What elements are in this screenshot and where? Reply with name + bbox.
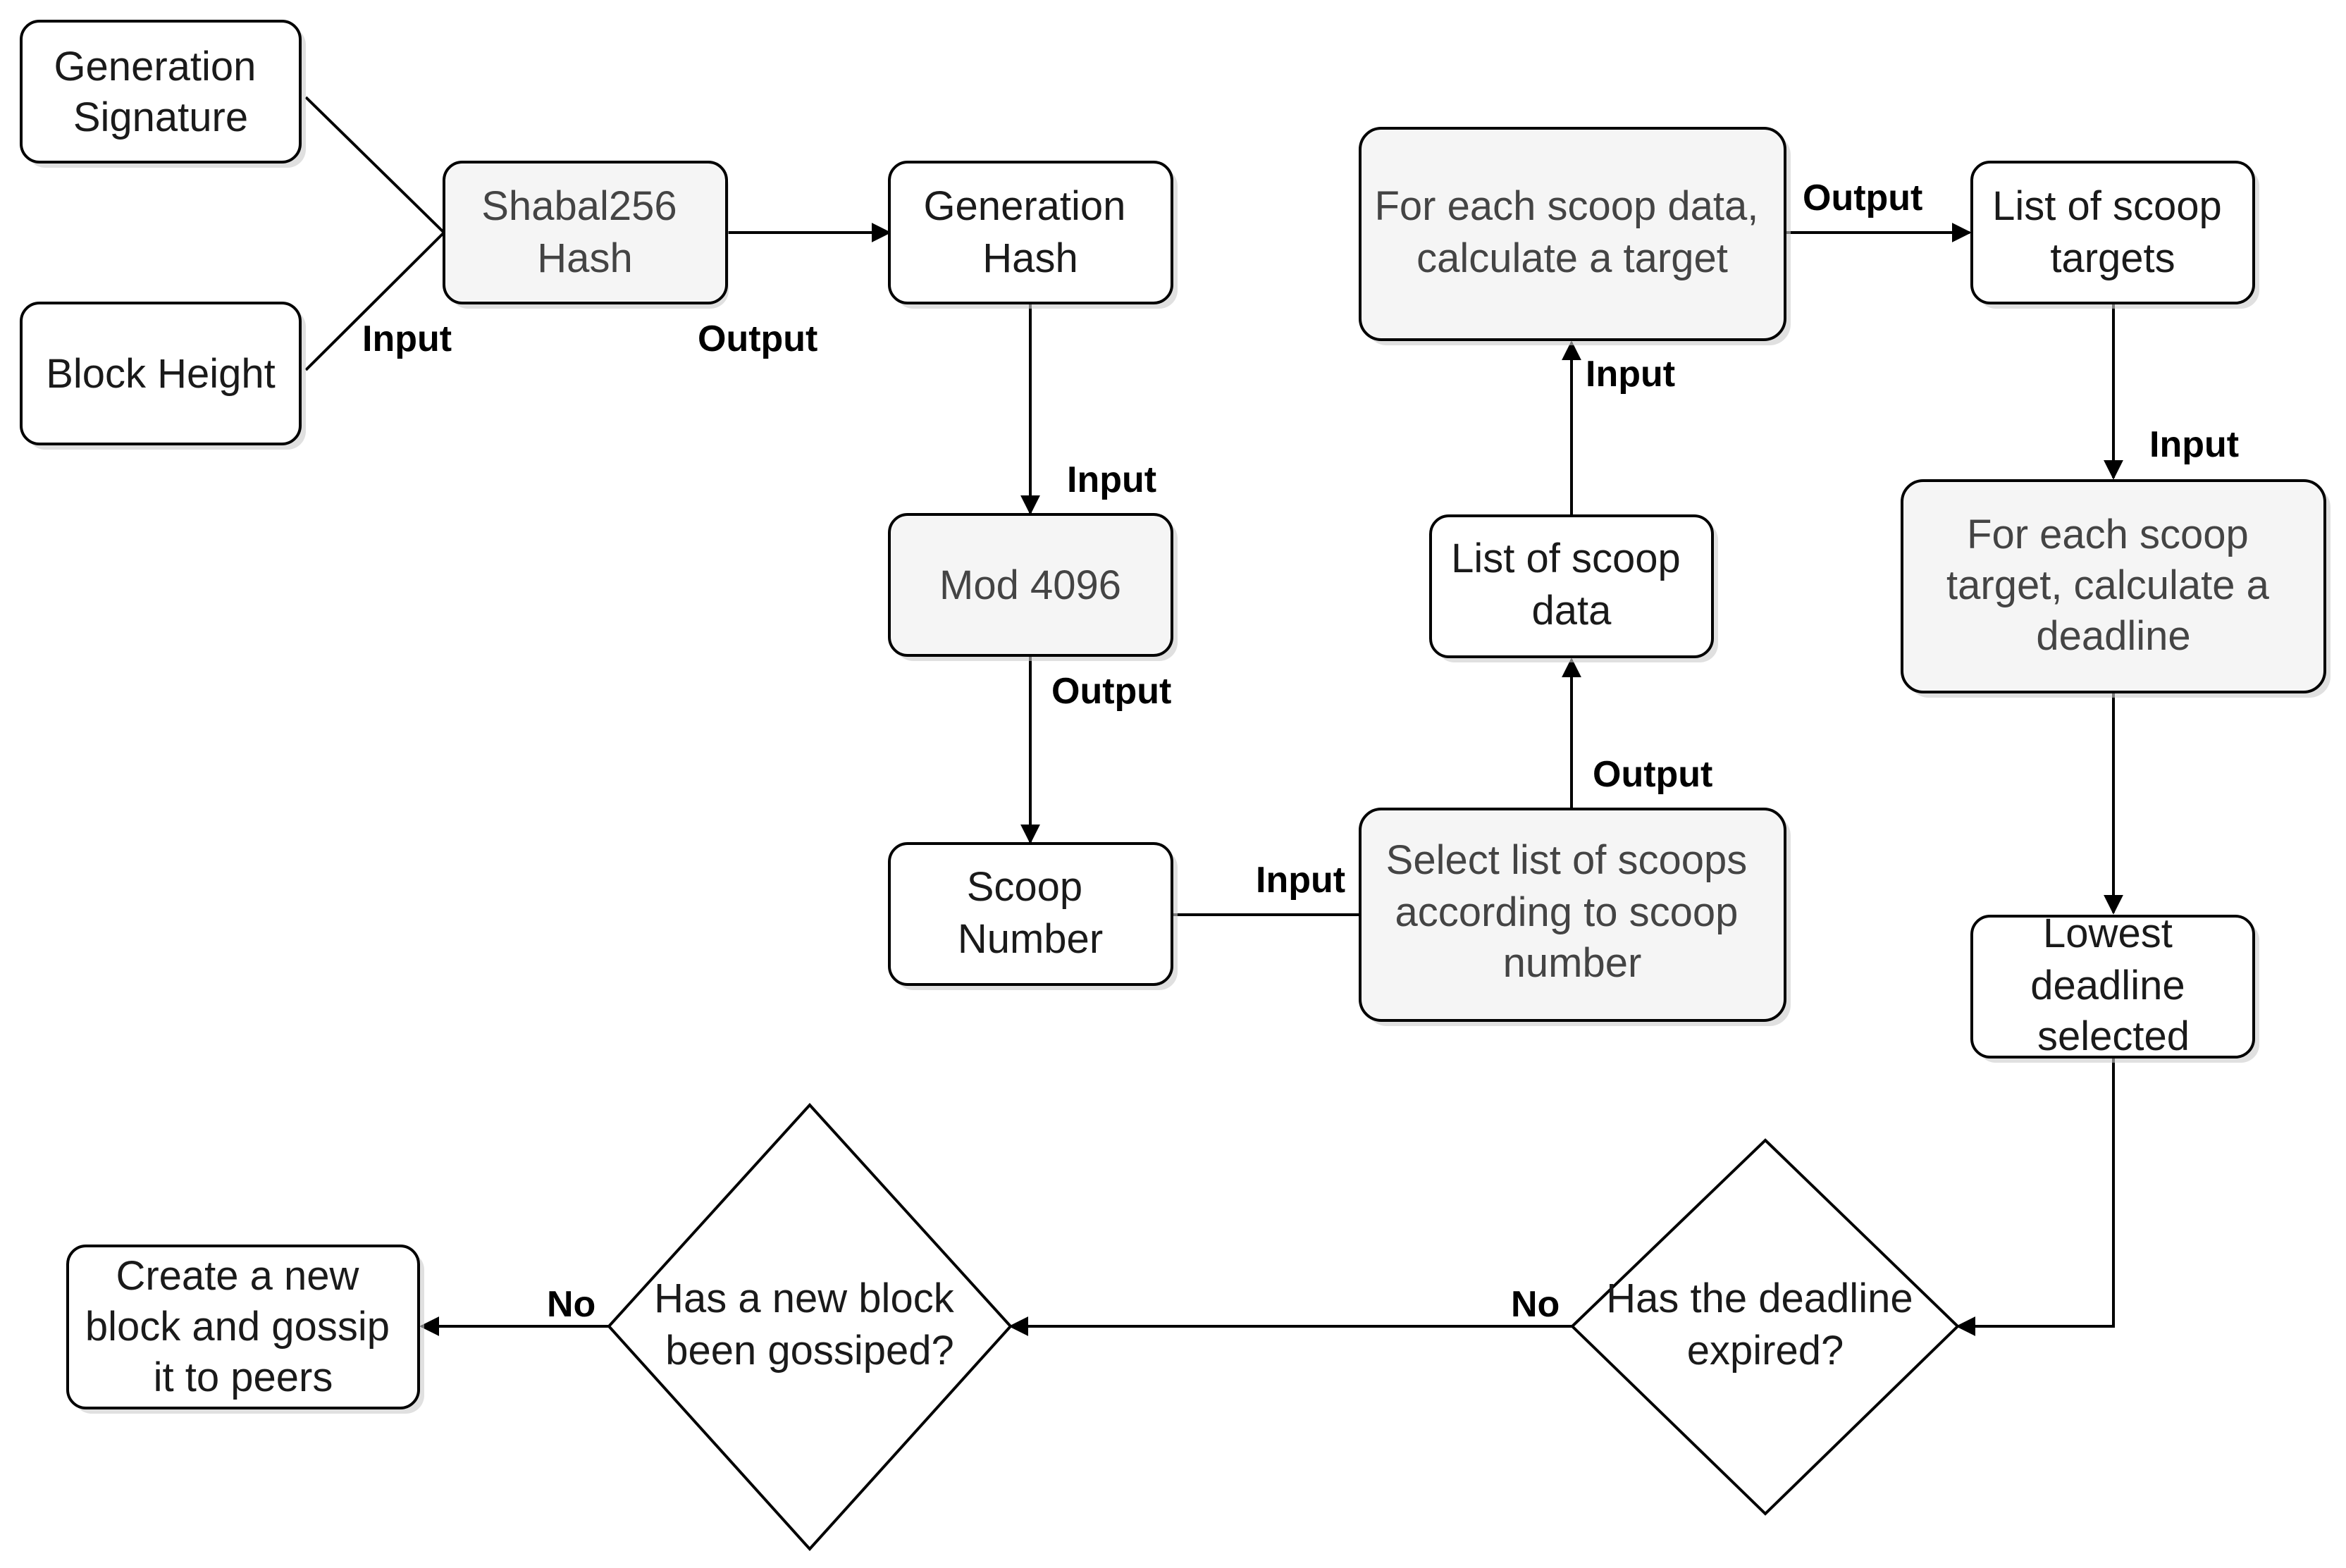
lowest-deadline-line-1: Lowest [2043, 910, 2173, 956]
generation-hash-box: Generation Hash [888, 161, 1178, 309]
svg-text:For each scoop data, c: For each scoop data, calculate a target [1374, 183, 1770, 281]
generation-hash-line-1: Generation [923, 183, 1125, 229]
create-block-line-1: Create a new [116, 1253, 359, 1299]
svg-text:For each scoop target,: For each scoop target, calculate a deadl… [1946, 512, 2280, 659]
block-gossiped-line-1: Has a new block [654, 1276, 955, 1321]
mod-4096-box: Mod 4096 [888, 513, 1178, 661]
shabal-hash-box: Shabal256 Hash [443, 161, 729, 309]
svg-text:List of scoop targets: List of scoop targets [1992, 183, 2233, 281]
deadline-expired-line-1: Has the deadline [1606, 1276, 1913, 1321]
scoop-data-line-1: List of scoop [1451, 536, 1681, 581]
svg-text:Scoop Number: Scoop Number [958, 864, 1103, 962]
create-block-line-2: block and gossip [85, 1304, 390, 1350]
svg-text:Block Height: Block Height [46, 351, 276, 397]
edge-label-no-gossip: No [547, 1284, 595, 1325]
generation-signature-line-2: Signature [73, 94, 248, 140]
generation-signature-box: Generation Signature [20, 20, 306, 168]
select-scoops-line-3: number [1503, 940, 1642, 986]
scoop-data-box: List of scoop data [1429, 514, 1718, 662]
calc-deadline-line-2: target, calculate a [1946, 562, 2270, 608]
generation-hash-line-2: Hash [982, 235, 1078, 281]
block-height-box: Block Height [20, 302, 306, 450]
edge-label-output-calc-target: Output [1803, 178, 1922, 218]
deadline-expired-line-2: expired? [1687, 1328, 1844, 1373]
calc-target-line-1: For each scoop data, [1374, 183, 1758, 229]
block-gossiped-line-2: been gossiped? [665, 1328, 954, 1373]
create-block-box: Create a new block and gossip it to peer… [66, 1245, 424, 1414]
edge-label-output-shabal: Output [698, 319, 817, 359]
calc-target-box: For each scoop data, calculate a target [1359, 127, 1791, 345]
edge-signature-to-shabal [304, 96, 445, 234]
svg-text:Generation Signature: Generation Signature [54, 44, 267, 140]
calc-deadline-line-3: deadline [2036, 613, 2190, 659]
edge-lowest-to-deadline-expired [1956, 1057, 2115, 1336]
svg-text:Has the deadline expir: Has the deadline expired? [1606, 1276, 1924, 1373]
svg-text:Generation Hash: Generation Hash [923, 183, 1137, 281]
block-height-line-1: Block Height [46, 351, 276, 397]
svg-text:Lowest deadline: Lowest deadline selected [2030, 910, 2196, 1059]
edge-label-output-select: Output [1593, 754, 1712, 795]
scoop-number-box: Scoop Number [888, 842, 1178, 990]
mod-4096-line-1: Mod 4096 [939, 562, 1121, 608]
deadline-expired-decision: Has the deadline expired? [1570, 1138, 1960, 1516]
edge-label-input-shabal: Input [362, 319, 452, 359]
shabal-hash-line-2: Hash [537, 235, 632, 281]
svg-text:List of scoop data: List of scoop data [1451, 536, 1692, 634]
select-scoops-line-2: according to scoop [1395, 889, 1739, 935]
svg-text:Select list of scoops: Select list of scoops according to scoop… [1386, 837, 1759, 986]
svg-text:Shabal256 Hash: Shabal256 Hash [481, 183, 689, 281]
scoop-data-line-2: data [1532, 588, 1612, 634]
edge-label-no-deadline: No [1511, 1284, 1560, 1325]
svg-text:Create a new block and: Create a new block and gossip it to peer… [85, 1253, 401, 1400]
edge-label-input-calc-deadline: Input [2149, 424, 2239, 465]
edge-label-output-mod: Output [1051, 671, 1171, 712]
generation-signature-line-1: Generation [54, 44, 256, 89]
create-block-line-3: it to peers [154, 1354, 333, 1400]
scoop-number-line-1: Scoop [967, 864, 1082, 910]
scoop-targets-line-1: List of scoop [1992, 183, 2222, 229]
lowest-deadline-box: Lowest deadline selected [1970, 910, 2259, 1063]
lowest-deadline-line-2: deadline [2030, 963, 2185, 1008]
edge-label-input-calc-target: Input [1586, 354, 1675, 395]
svg-text:Has a new block been g: Has a new block been gossiped? [654, 1276, 965, 1373]
scoop-targets-box: List of scoop targets [1970, 161, 2259, 309]
scoop-number-line-2: Number [958, 916, 1103, 962]
lowest-deadline-line-3: selected [2037, 1013, 2190, 1059]
calc-deadline-box: For each scoop target, calculate a deadl… [1901, 479, 2330, 698]
select-scoops-box: Select list of scoops according to scoop… [1359, 808, 1791, 1026]
calc-target-line-2: calculate a target [1416, 235, 1728, 281]
shabal-hash-line-1: Shabal256 [481, 183, 677, 229]
select-scoops-line-1: Select list of scoops [1386, 837, 1748, 883]
calc-deadline-line-1: For each scoop [1967, 512, 2249, 557]
scoop-targets-line-2: targets [2050, 235, 2175, 281]
edge-height-to-shabal [304, 231, 445, 371]
edge-label-input-select: Input [1256, 860, 1345, 901]
svg-text:Mod 4096: Mod 4096 [939, 562, 1121, 608]
block-gossiped-decision: Has a new block been gossiped? [607, 1103, 1013, 1551]
edge-label-input-mod: Input [1067, 459, 1156, 500]
